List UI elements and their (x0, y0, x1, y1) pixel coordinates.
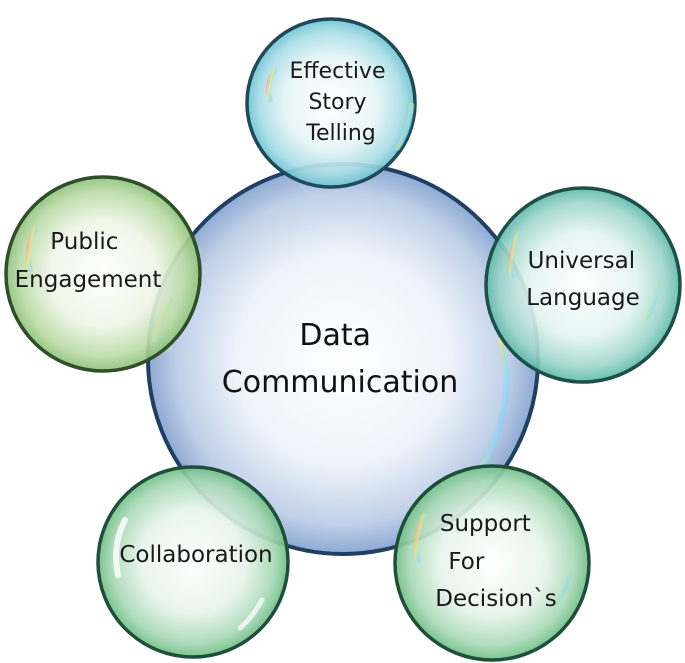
node-label-line: Story (308, 90, 366, 115)
node-label-line: Decision`s (435, 586, 556, 612)
bubble-collaboration (96, 465, 290, 659)
node-label-line: Universal (528, 248, 636, 274)
node-label-line: Telling (305, 121, 375, 146)
bubble-public-engagement (4, 175, 202, 373)
center-label-line-2: Communication (222, 365, 458, 400)
node-label-line: Public (50, 229, 118, 255)
node-label-support-for-decisions: Support For Decision`s (435, 511, 556, 612)
bubble-support-for-decisions (393, 464, 591, 662)
node-label-line: Support (440, 511, 531, 537)
node-label-line: For (448, 549, 484, 575)
node-label-collaboration: Collaboration (119, 542, 272, 568)
center-label: Data Communication (222, 318, 458, 400)
node-label-public-engagement: Public Engagement (15, 229, 162, 293)
node-label-line: Language (526, 285, 640, 311)
node-label-line: Engagement (15, 267, 162, 293)
node-label-universal-language: Universal Language (526, 248, 642, 311)
node-label-line: Effective (290, 59, 386, 84)
center-label-line-1: Data (299, 318, 371, 353)
node-label-effective-story-telling: Effective Story Telling (290, 59, 393, 146)
bubble-universal-language (484, 186, 682, 384)
node-label-line: Collaboration (119, 542, 272, 568)
bubble-effective-story-telling (245, 17, 417, 189)
